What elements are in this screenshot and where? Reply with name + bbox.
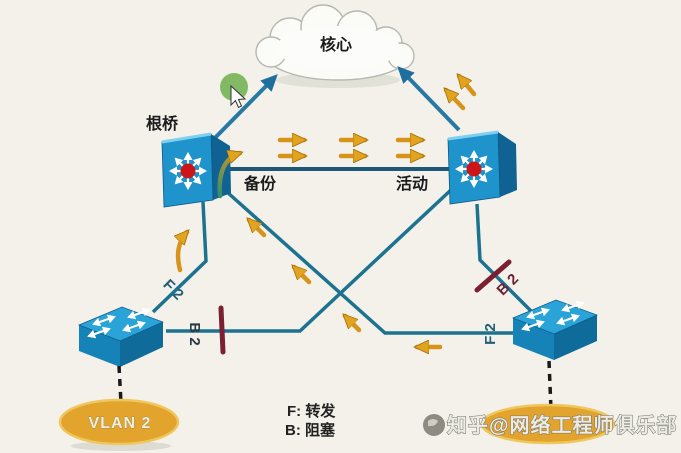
- left-uplink-flow-arrow: [178, 232, 187, 273]
- link-left-to-core: [203, 74, 278, 150]
- vlan-drop-left: [117, 365, 123, 404]
- traffic-flow-arrows: [178, 76, 477, 347]
- uplink-flow-arrow: [459, 76, 477, 97]
- diagonal-flow-arrow: [249, 220, 267, 238]
- right-distribution-switch: [447, 130, 517, 205]
- multilayer-switch-icon: [169, 152, 207, 190]
- root-bridge-label: 根桥: [146, 114, 179, 133]
- diagonal-flow-arrow: [345, 316, 362, 333]
- link-right-to-core: [397, 66, 461, 132]
- vlan2-ellipse-right: [480, 403, 616, 445]
- vlan2-label: VLAN 2: [89, 415, 152, 432]
- core-label: 核心: [320, 35, 352, 54]
- blocked-port-bar-left: [218, 305, 226, 355]
- workgroup-switch-icon: [87, 307, 151, 339]
- legend-forward: F: 转发: [287, 402, 336, 420]
- core-cloud: 核心: [255, 4, 415, 88]
- watermark-text: 知乎@网络工程师俱乐部: [447, 413, 678, 437]
- diagonal-flow-arrow: [294, 267, 312, 285]
- vlan2-group-left: VLAN 2: [58, 398, 180, 451]
- link-left-access-blocked: [166, 187, 454, 333]
- highlight-dot: [220, 73, 248, 101]
- port-label-left-blocked: B 2: [186, 322, 203, 345]
- backup-label: 备份: [243, 174, 277, 193]
- right-access-switch: [512, 299, 598, 360]
- link-right-access-forward: [225, 190, 516, 335]
- cursor-icon: [230, 84, 247, 109]
- link-left-access-forward: [151, 201, 208, 314]
- links: [151, 66, 535, 335]
- multilayer-switch-icon: [455, 150, 493, 188]
- legend-blocked: B: 阻塞: [285, 421, 336, 439]
- left-access-switch: [78, 306, 164, 367]
- left-distribution-switch: [161, 132, 231, 208]
- active-label: 活动: [396, 174, 428, 193]
- watermark: 知乎@网络工程师俱乐部: [423, 413, 678, 438]
- uplink-flow-arrow: [446, 90, 466, 111]
- root-redirect-flow-arrow: [217, 153, 240, 199]
- link-right-access-blocked: [475, 203, 535, 315]
- workgroup-switch-icon: [521, 300, 585, 332]
- vlan-drop-right: [547, 360, 553, 411]
- vlan2-ellipse: [58, 398, 180, 446]
- port-label-right-forward: F 2: [482, 323, 499, 345]
- blocked-port-bar-right: [474, 259, 512, 293]
